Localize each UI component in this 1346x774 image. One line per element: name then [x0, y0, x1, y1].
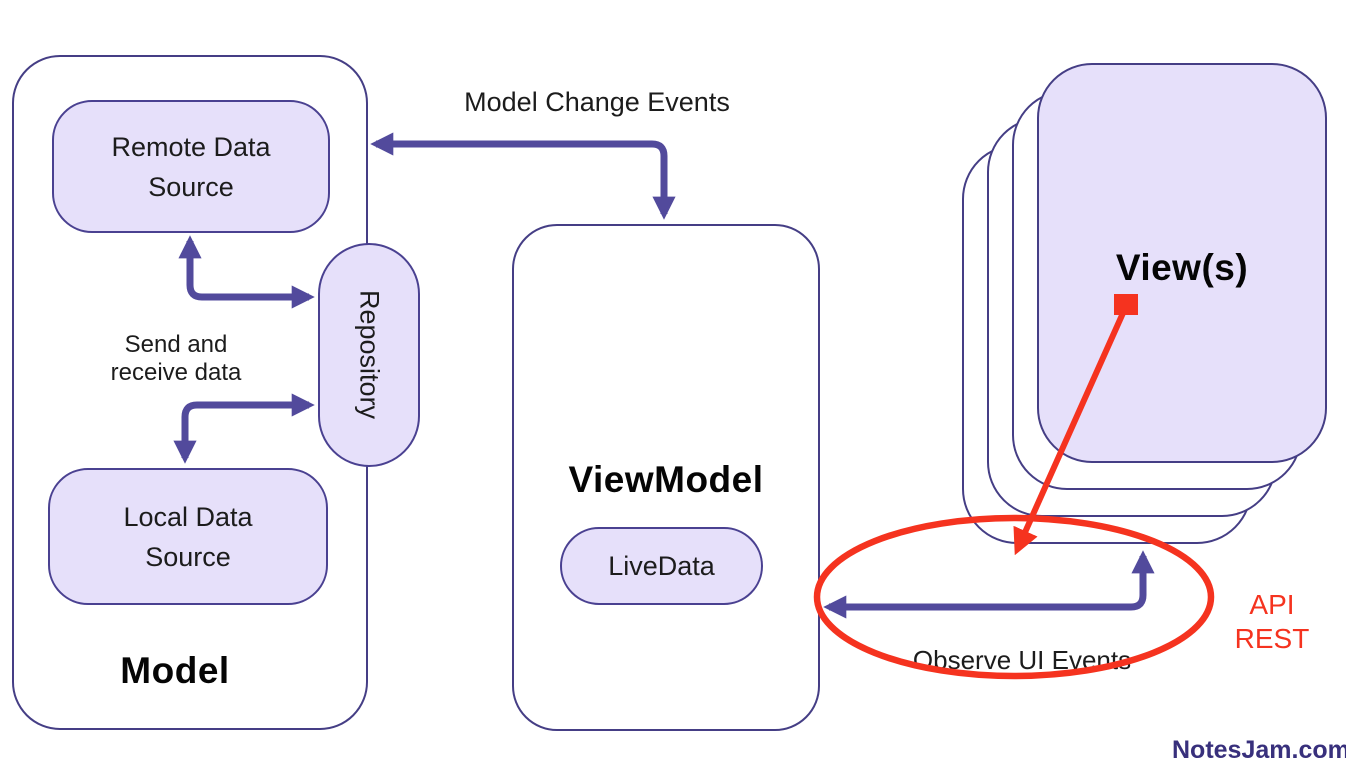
send-receive-label: Send and receive data [110, 331, 242, 386]
api-rest-label: API REST [1202, 588, 1342, 656]
viewmodel-title: ViewModel [568, 459, 764, 500]
views-title: View(s) [1115, 247, 1249, 288]
api-rest-line1: API [1249, 589, 1295, 620]
watermark: NotesJam.com [1172, 736, 1346, 764]
repository-label: Repository [354, 290, 385, 420]
livedata-label: LiveData [608, 551, 715, 581]
arrow-observe-ui-events [823, 550, 1155, 619]
repository-pill: Repository [318, 243, 420, 467]
viewmodel-container [512, 224, 820, 731]
observe-ui-events-label: Observe UI Events [912, 645, 1132, 675]
local-data-source-label: Local Data Source [123, 501, 253, 572]
local-data-source-box: Local Data Source [48, 468, 328, 605]
api-rest-line2: REST [1234, 623, 1310, 654]
remote-data-source-box: Remote Data Source [52, 100, 330, 233]
model-change-events-label: Model Change Events [464, 87, 730, 117]
livedata-pill: LiveData [560, 527, 763, 605]
arrow-model-change-events [370, 132, 676, 220]
remote-data-source-label: Remote Data Source [111, 131, 271, 202]
model-title: Model [120, 650, 230, 691]
